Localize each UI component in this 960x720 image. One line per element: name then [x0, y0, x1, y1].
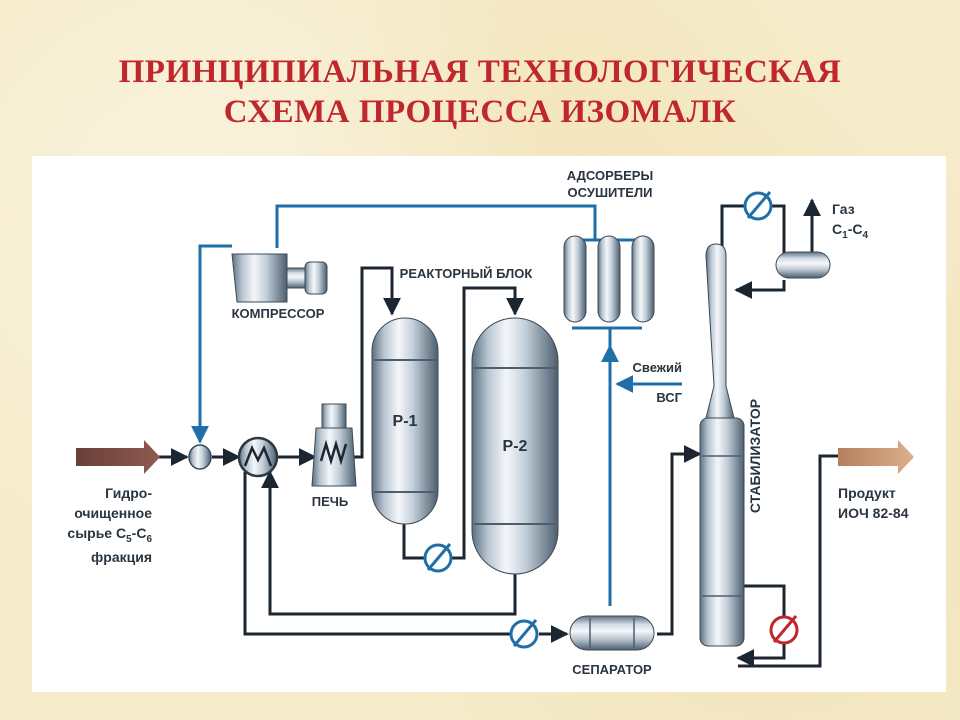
furnace-label: ПЕЧЬ: [312, 494, 349, 509]
compressor: [231, 253, 328, 303]
title-line-1: ПРИНЦИПИАЛЬНАЯ ТЕХНОЛОГИЧЕСКАЯ: [118, 54, 842, 90]
adsorbers-label-2: ОСУШИТЕЛИ: [568, 185, 653, 200]
product-arrow: [838, 440, 914, 474]
cooler-valve-to-separator: [509, 619, 539, 649]
separator-label: СЕПАРАТОР: [572, 662, 652, 677]
reactor-r1-label: Р-1: [393, 413, 418, 430]
feed-label-3: сырье С5-С6: [67, 525, 152, 545]
reboiler-valve: [769, 615, 799, 645]
reactor-r2: [471, 317, 559, 575]
mixer: [188, 444, 212, 470]
compressor-label: КОМПРЕССОР: [232, 306, 325, 321]
heat-exchanger: [237, 436, 279, 478]
cooler-valve-overhead: [743, 191, 773, 221]
reflux-drum: [775, 251, 831, 279]
gas-label-2: С1-С4: [832, 221, 868, 241]
feed-label-1: Гидро-: [105, 485, 152, 501]
diagram-canvas: АДСОРБЕРЫ ОСУШИТЕЛИ РЕАКТОРНЫЙ БЛОК КОМП…: [67, 168, 914, 677]
feed-label-2: очищенное: [74, 505, 152, 521]
feed-label-4: фракция: [91, 549, 152, 565]
process-diagram: АДСОРБЕРЫ ОСУШИТЕЛИ РЕАКТОРНЫЙ БЛОК КОМП…: [32, 156, 946, 692]
reactor-block-label: РЕАКТОРНЫЙ БЛОК: [400, 266, 533, 281]
product-label-2: ИОЧ 82-84: [838, 505, 909, 521]
separator: [569, 615, 655, 651]
fresh-vsg-label-1: Свежий: [633, 360, 682, 375]
process-lines: [157, 198, 840, 668]
fresh-vsg-label-2: ВСГ: [656, 390, 682, 405]
title-line-2: СХЕМА ПРОЦЕССА ИЗОМАЛК: [223, 94, 737, 130]
feed-arrow: [76, 440, 160, 474]
product-label-1: Продукт: [838, 485, 896, 501]
furnace: [311, 403, 357, 487]
reactor-r2-label: Р-2: [503, 438, 528, 455]
reactor-r1: [371, 317, 439, 525]
adsorbers-label-1: АДСОРБЕРЫ: [567, 168, 653, 183]
gas-label-1: Газ: [832, 201, 855, 217]
stabilizer-column: [699, 243, 745, 647]
gas-line-compressor-to-mixer: [191, 244, 232, 444]
page-title: ПРИНЦИПИАЛЬНАЯ ТЕХНОЛОГИЧЕСКАЯ СХЕМА ПРО…: [0, 52, 960, 132]
adsorbers: [563, 235, 655, 323]
cooler-valve-r1-r2: [423, 543, 453, 573]
stabilizer-label: СТАБИЛИЗАТОР: [747, 399, 763, 513]
gas-line-adsorbers-to-compressor: [275, 204, 597, 248]
